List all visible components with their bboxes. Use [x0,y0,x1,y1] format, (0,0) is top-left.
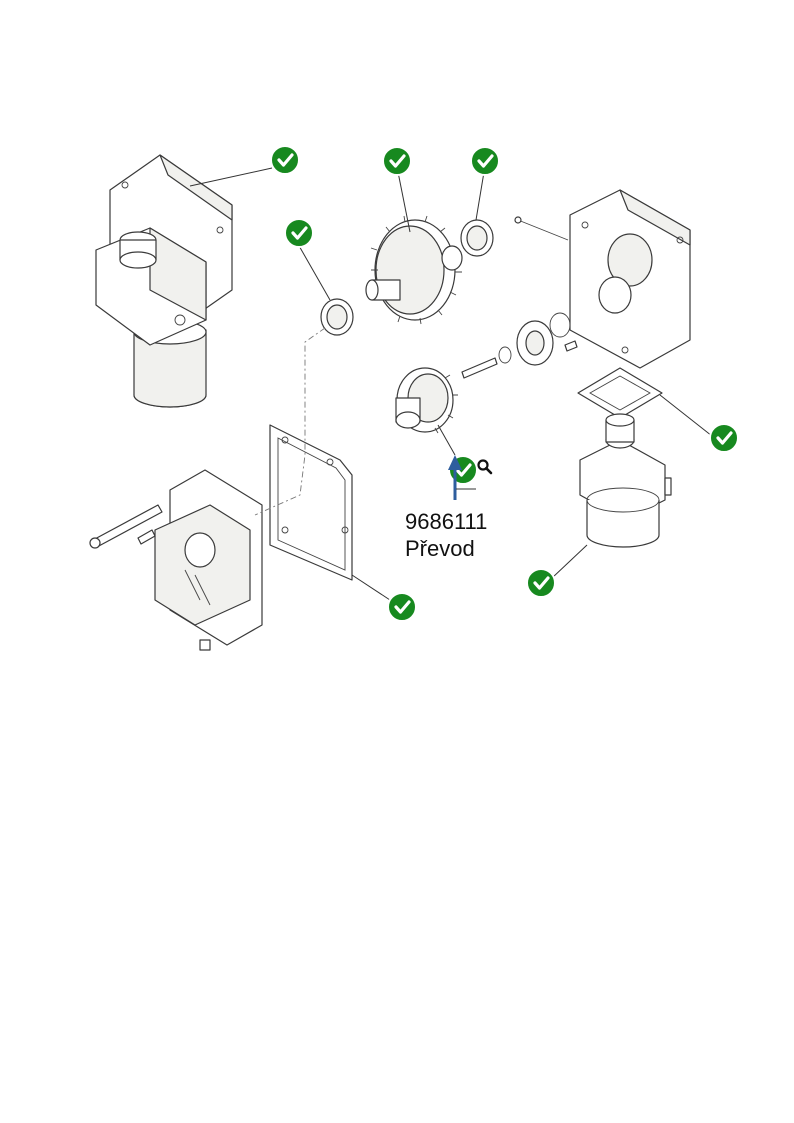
part-number: 9686111 [405,509,488,534]
check-circle-icon[interactable] [470,146,500,176]
selected-part-label[interactable]: 9686111 Převod [405,508,487,562]
check-circle-icon[interactable] [387,592,417,622]
gear-housing [514,189,691,369]
check-circle-icon[interactable] [526,568,556,598]
check-circle-icon[interactable] [284,218,314,248]
pointer-arrow-icon [448,455,476,500]
bearing-and-rings [461,312,578,379]
gasket [269,424,353,581]
check-circle-icon[interactable] [709,423,739,453]
flange-plate [89,469,263,651]
shaft-seal-right [460,219,494,257]
assembly-axis-line [254,327,326,516]
check-circle-icon[interactable] [270,145,300,175]
part-name: Převod [405,536,475,561]
motor-unit [577,367,672,548]
shaft-seal-left [320,298,354,336]
large-gear-shaft [365,215,463,325]
check-circle-icon[interactable] [382,146,412,176]
gearmotor-assembly [95,154,233,408]
leader-lines [189,167,713,601]
small-gear-selected [395,367,458,434]
magnifier-icon[interactable] [477,459,493,475]
